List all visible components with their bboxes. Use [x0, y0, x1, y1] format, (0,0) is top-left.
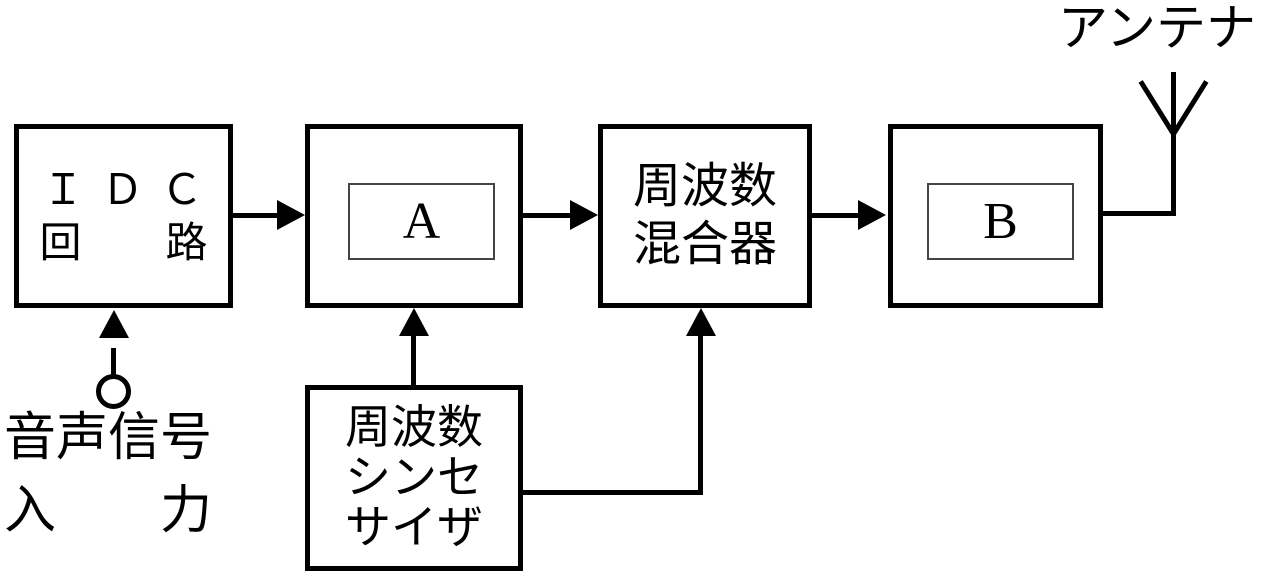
- arrowhead-audio-input-to-idc: [99, 310, 129, 338]
- frequency-synthesizer-line-1: 周波数: [345, 400, 483, 455]
- block-idc-circuit: Ｉ Ｄ Ｃ 回 路: [14, 124, 233, 308]
- arrowhead-synthesizer-to-mixer: [686, 308, 716, 336]
- connector-synthesizer-to-mixer-vertical: [698, 336, 703, 495]
- frequency-mixer-line-2: 混合器: [632, 216, 777, 272]
- connector-synthesizer-to-mixer-horizontal: [523, 490, 703, 495]
- block-stage-a: A: [305, 124, 523, 308]
- audio-input-label-line-2: 入 力: [4, 481, 213, 541]
- connector-stage-b-to-antenna-vertical: [1171, 128, 1176, 214]
- block-stage-b: B: [888, 124, 1103, 308]
- antenna-label: アンテナ: [1058, 0, 1256, 57]
- stage-b-inner-box: B: [927, 183, 1074, 260]
- arrowhead-idc-to-stage-a: [277, 200, 305, 230]
- antenna-arm-right: [1171, 80, 1209, 136]
- frequency-synthesizer-line-2: シンセ: [345, 450, 483, 505]
- arrowhead-stage-a-to-mixer: [570, 200, 598, 230]
- connector-stage-a-to-mixer: [523, 213, 573, 218]
- idc-circuit-line-2: 回 路: [39, 218, 208, 267]
- stage-a-letter: A: [402, 192, 441, 250]
- frequency-synthesizer-line-3: サイザ: [345, 499, 483, 554]
- idc-circuit-line-1: Ｉ Ｄ Ｃ: [42, 164, 205, 214]
- stage-a-inner-box: A: [348, 183, 495, 260]
- connector-audio-input-to-idc: [111, 348, 116, 382]
- stage-b-letter: B: [983, 192, 1018, 250]
- circle-terminal-icon: [96, 374, 131, 409]
- connector-stage-b-to-antenna-horizontal: [1100, 211, 1176, 216]
- connector-mixer-to-stage-b: [812, 213, 860, 218]
- block-frequency-mixer: 周波数 混合器: [598, 124, 812, 308]
- arrowhead-mixer-to-stage-b: [858, 200, 886, 230]
- audio-input-label-line-1: 音声信号: [4, 408, 213, 468]
- block-frequency-synthesizer: 周波数 シンセ サイザ: [305, 385, 523, 571]
- frequency-mixer-line-1: 周波数: [632, 158, 777, 215]
- connector-synthesizer-to-stage-a: [411, 336, 416, 385]
- arrowhead-synthesizer-to-stage-a: [399, 308, 429, 336]
- connector-idc-to-stage-a: [233, 213, 281, 218]
- antenna-stem: [1171, 72, 1176, 134]
